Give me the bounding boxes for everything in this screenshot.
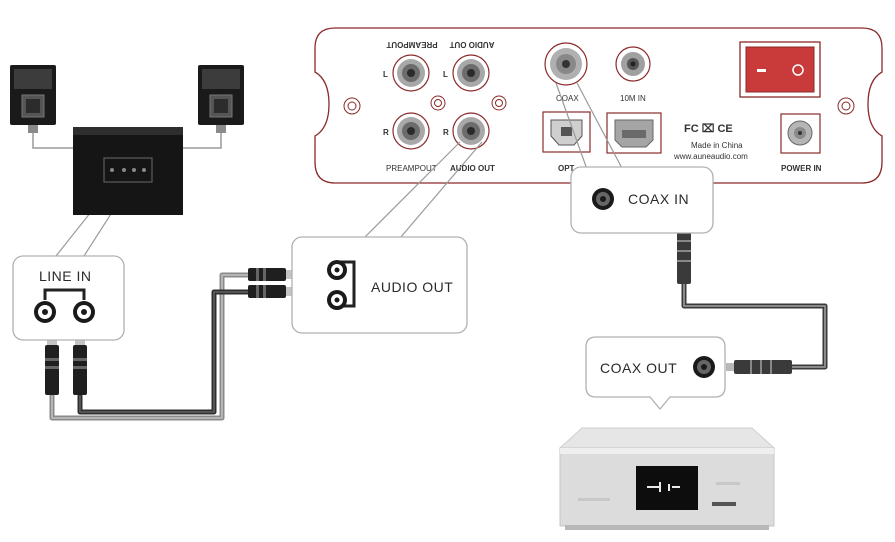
audio-out-left-jack[interactable]	[452, 54, 490, 92]
audio-out-bottom-label: AUDIO OUT	[450, 164, 495, 173]
coax-out-label: COAX OUT	[600, 360, 677, 376]
coax-jack[interactable]	[544, 42, 588, 86]
panel-screw-middle-left	[430, 95, 446, 111]
made-in-china-text: Made in China	[691, 141, 743, 150]
preampout-top-label: PREAMPOUT	[386, 40, 437, 49]
line-in-jack-left[interactable]	[34, 301, 56, 323]
switch-off-mark	[792, 64, 804, 76]
preampout-left-jack[interactable]	[392, 54, 430, 92]
line-in-jack-right[interactable]	[73, 301, 95, 323]
audio-out-top-label: AUDIO OUT	[449, 40, 494, 49]
coax-in-callout: COAX IN	[570, 166, 714, 234]
coax-plug-lower	[726, 360, 792, 374]
website-text: www.auneaudio.com	[673, 152, 748, 161]
rca-plug-left-vertical	[45, 335, 59, 395]
preampout-left-label: L	[383, 70, 388, 79]
panel-screw-left	[343, 97, 361, 115]
rca-plug-right-vertical	[73, 335, 87, 395]
power-in-label: POWER IN	[781, 164, 822, 173]
audio-out-jack-upper[interactable]	[327, 260, 347, 280]
preampout-right-label: R	[383, 128, 389, 137]
switch-on-mark	[757, 69, 766, 72]
audio-out-left-label: L	[443, 70, 448, 79]
audio-out-callout-label: AUDIO OUT	[371, 279, 453, 295]
audio-out-right-label: R	[443, 128, 449, 137]
coax-out-callout: COAX OUT	[585, 336, 726, 411]
line-in-callout: LINE IN	[12, 255, 125, 341]
rca-cables	[49, 272, 255, 421]
coax-label: COAX	[556, 94, 579, 103]
audio-out-right-jack[interactable]	[452, 112, 490, 150]
device-display	[636, 466, 698, 510]
preampout-bottom-label: PREAMPOUT	[386, 164, 437, 173]
line-in-label: LINE IN	[39, 268, 92, 284]
coax-out-jack[interactable]	[693, 356, 715, 378]
power-in-jack[interactable]	[780, 113, 821, 154]
optical-input-port[interactable]	[542, 111, 591, 153]
amplifier	[73, 127, 183, 215]
device-disc-slot	[712, 502, 736, 506]
ten-m-in-jack[interactable]	[615, 46, 651, 82]
certification-marks: FC ⌧ CE	[684, 123, 733, 135]
opt-label: OPT	[558, 164, 575, 173]
coax-cable	[681, 280, 828, 370]
power-switch[interactable]	[739, 41, 821, 98]
audio-out-jack-lower[interactable]	[327, 290, 347, 310]
right-speaker	[198, 65, 244, 133]
preampout-right-jack[interactable]	[392, 112, 430, 150]
audio-out-callout: AUDIO OUT	[291, 236, 468, 334]
dac-back-panel: PREAMPOUT AUDIO OUT L L R	[314, 27, 883, 184]
coax-in-label: COAX IN	[628, 191, 689, 207]
usb-input-port[interactable]	[606, 112, 662, 154]
panel-screw-middle-right	[491, 95, 507, 111]
left-speaker	[10, 65, 56, 133]
coax-in-jack[interactable]	[592, 188, 614, 210]
source-device	[558, 427, 776, 530]
ten-m-in-label: 10M IN	[620, 94, 646, 103]
panel-screw-right	[837, 97, 855, 115]
